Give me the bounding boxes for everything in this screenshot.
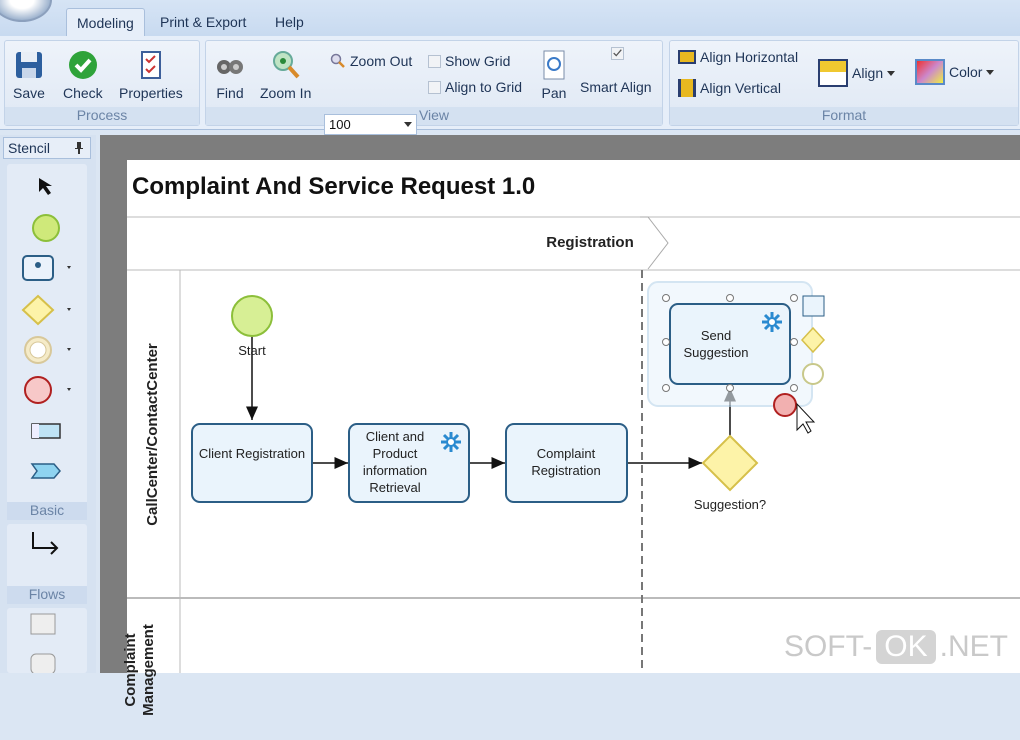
diagram-page[interactable] — [127, 160, 1020, 673]
checkmark-icon — [611, 47, 624, 60]
timer-event-icon — [24, 336, 71, 364]
stencil-group-label: Flows — [7, 586, 87, 604]
chevron-down-icon — [404, 122, 412, 127]
view-group: Find Zoom In Zoom Out Show Grid Align to… — [205, 40, 663, 126]
process-group-label: Process — [5, 107, 199, 125]
zoom-in-button[interactable]: Zoom In — [260, 49, 311, 101]
pan-icon — [543, 50, 565, 80]
format-group-label: Format — [670, 107, 1018, 125]
view-group-label: View — [206, 107, 662, 125]
phase-icon — [30, 463, 61, 479]
chevron-down-icon — [986, 69, 995, 75]
watermark: SOFT-OK.NET — [783, 630, 1008, 664]
watermark-net: .NET — [939, 630, 1008, 663]
gateway — [701, 434, 759, 492]
service-task-icon — [439, 430, 463, 454]
zoom-out-icon — [330, 53, 345, 68]
save-icon — [16, 52, 42, 78]
pointer-tool-icon — [39, 178, 52, 195]
task-client-product-info[interactable]: Client and Product information Retrieval — [362, 429, 428, 495]
align-vertical-icon — [678, 79, 696, 97]
color-dropdown[interactable]: Color — [915, 59, 995, 85]
stencil-group-artifacts — [7, 608, 87, 675]
zoom-out-button[interactable]: Zoom Out — [330, 53, 412, 69]
zoom-level-select[interactable]: 100 — [324, 114, 417, 135]
save-button[interactable]: Save — [13, 49, 45, 101]
tab-help[interactable]: Help — [275, 14, 304, 30]
ribbon: Save Check Properties Process Find Zoom … — [0, 36, 1020, 135]
start-event-label[interactable]: Start — [238, 343, 266, 358]
tab-modeling[interactable]: Modeling — [66, 8, 145, 36]
lane-label-complaint-management[interactable]: Complaint Management — [122, 624, 157, 716]
align-vertical-button[interactable]: Align Vertical — [678, 79, 781, 97]
align-icon — [818, 59, 848, 87]
service-task-icon — [760, 310, 784, 334]
smart-align-label: Smart Align — [580, 79, 652, 95]
pin-icon[interactable] — [74, 142, 84, 154]
ribbon-tab-bar: Modeling Print & Export Help — [0, 0, 1020, 36]
task-icon — [22, 255, 71, 281]
lane-label-callcenter[interactable]: CallCenter/ContactCenter — [143, 342, 161, 526]
chevron-down-icon — [887, 70, 896, 76]
align-horizontal-icon — [678, 50, 696, 64]
stencil-group-basic: Basic — [7, 164, 87, 520]
sequence-flow-icon — [32, 532, 59, 555]
gateway-icon — [21, 294, 71, 326]
pan-button[interactable]: Pan — [538, 49, 570, 101]
binoculars-icon — [217, 60, 243, 74]
format-group: Align Horizontal Align Vertical Align Co… — [669, 40, 1019, 126]
phase-registration[interactable]: Registration — [546, 234, 634, 251]
color-icon — [915, 59, 945, 85]
task-complaint-registration[interactable]: Complaint Registration — [531, 446, 601, 478]
artifact-shapes — [30, 613, 56, 675]
selection-handles — [662, 294, 798, 392]
pool-lines — [127, 216, 1020, 673]
diagram-shapes — [127, 216, 1020, 673]
stencil-group-label: Basic — [7, 502, 87, 520]
quick-add-shapes — [773, 295, 826, 417]
diagram-title: Complaint And Service Request 1.0 — [132, 173, 536, 200]
task-send-suggestion[interactable]: Send Suggestion — [683, 328, 749, 360]
properties-button[interactable]: Properties — [119, 49, 183, 101]
properties-icon — [140, 51, 161, 79]
check-icon — [68, 51, 97, 79]
start-event — [231, 295, 273, 337]
stencil-group-flows: Flows — [7, 524, 87, 604]
align-to-grid-checkbox[interactable]: Align to Grid — [428, 79, 522, 95]
zoom-in-icon — [272, 51, 300, 79]
mouse-cursor-icon — [796, 402, 816, 434]
align-dropdown[interactable]: Align — [818, 59, 896, 87]
gateway-suggestion-label[interactable]: Suggestion? — [693, 497, 767, 512]
smart-align-checkbox[interactable] — [611, 47, 624, 60]
show-grid-checkbox[interactable]: Show Grid — [428, 53, 510, 69]
tab-print-export[interactable]: Print & Export — [160, 14, 247, 30]
start-event-icon — [32, 214, 60, 242]
end-event-icon — [24, 376, 71, 404]
align-horizontal-button[interactable]: Align Horizontal — [678, 49, 798, 65]
data-object-icon — [31, 423, 61, 439]
stencil-header: Stencil — [3, 137, 91, 159]
basic-shapes — [21, 178, 71, 479]
task-client-registration[interactable]: Client Registration — [198, 446, 306, 461]
process-group: Save Check Properties Process — [4, 40, 200, 126]
check-button[interactable]: Check — [63, 49, 103, 101]
find-button[interactable]: Find — [214, 49, 246, 101]
